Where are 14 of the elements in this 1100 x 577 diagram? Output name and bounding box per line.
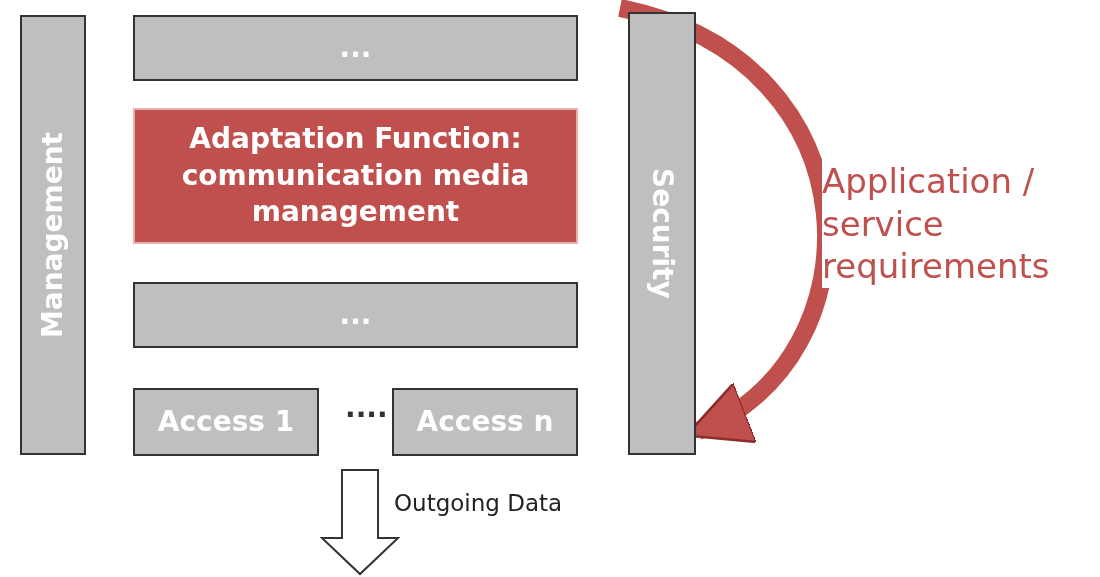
layer-bar (133, 282, 578, 348)
access-box (133, 388, 319, 456)
access-box (392, 388, 578, 456)
layer-label: Management (34, 131, 70, 339)
layer-label: ... (339, 29, 372, 66)
layer-label: Adaptation Function: communication media management (180, 121, 531, 231)
layer-label: ... (339, 296, 372, 333)
ellipsis-text: ···· (345, 398, 388, 431)
arrow-caption: Outgoing Data (394, 490, 563, 516)
layer-label: Access 1 (157, 403, 295, 440)
function-box (133, 108, 578, 244)
layer-bar (133, 15, 578, 81)
layer-bar (20, 15, 86, 455)
layer-label: Access n (416, 403, 554, 440)
